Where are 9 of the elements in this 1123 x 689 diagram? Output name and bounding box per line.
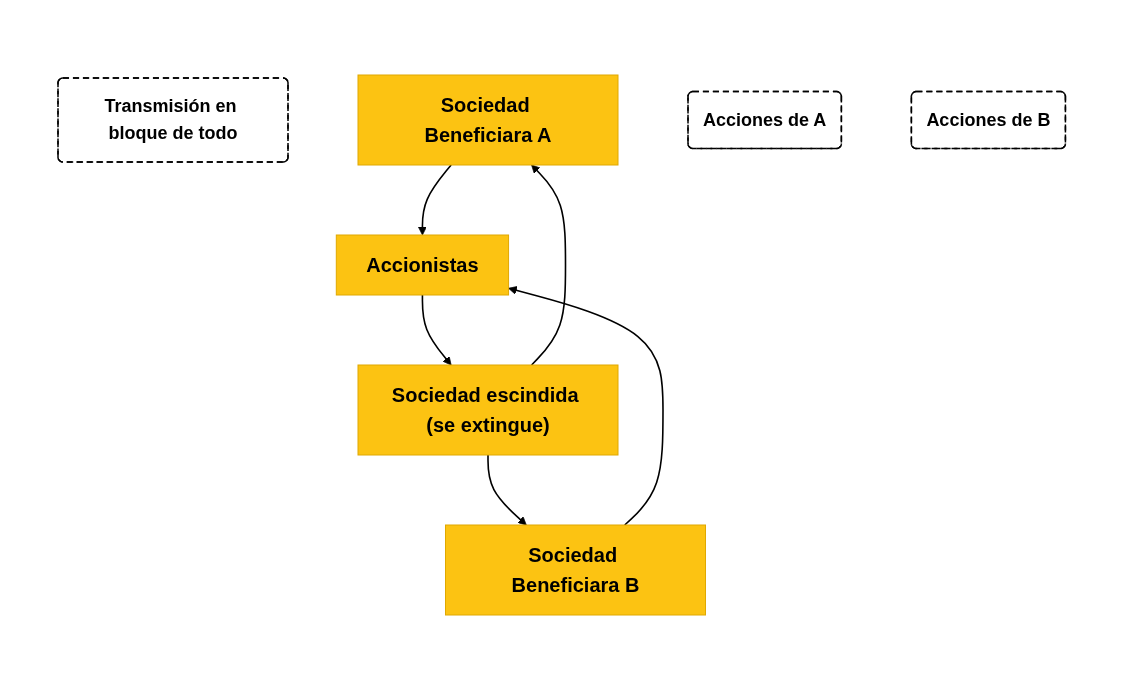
arrow <box>507 285 664 526</box>
arrow <box>486 453 527 525</box>
node-box: Sociedad escindida (se extingue) <box>357 364 619 455</box>
node-box: Sociedad Beneficiara B <box>444 524 706 615</box>
arrow <box>421 293 452 365</box>
arrow <box>417 163 452 235</box>
node-box: Sociedad Beneficiara A <box>357 74 619 165</box>
node-box: Accionistas <box>335 234 509 295</box>
arrow <box>530 164 567 366</box>
